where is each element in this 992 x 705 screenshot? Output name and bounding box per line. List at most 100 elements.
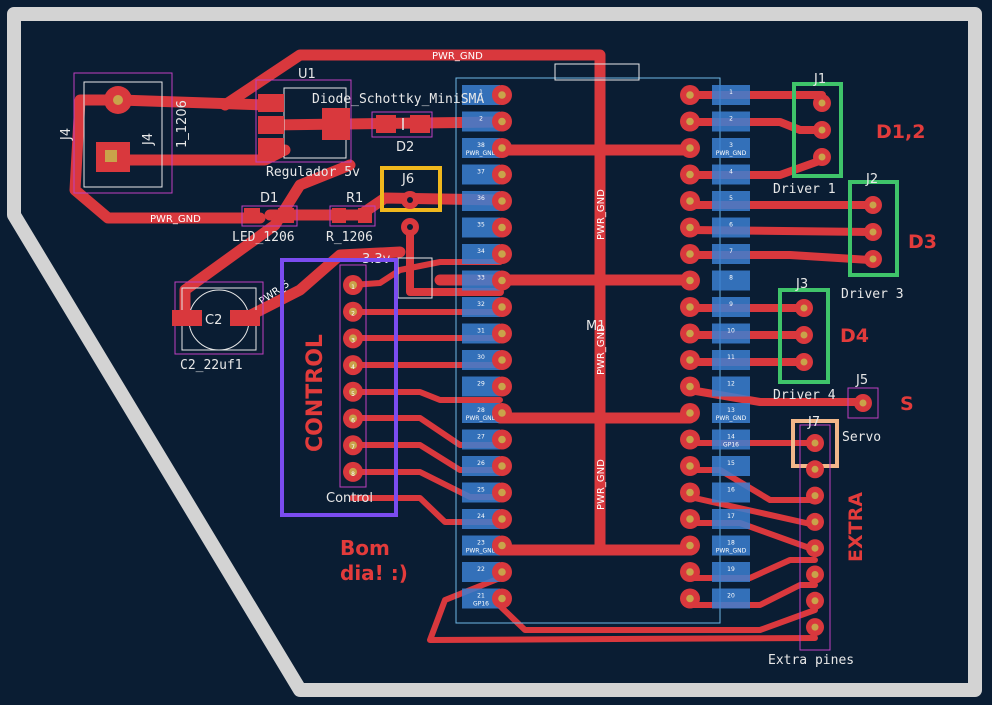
label-j4-val: 1_1206 [175, 100, 190, 148]
header-pin-label-bg [462, 297, 500, 317]
track-extra-3 [687, 557, 818, 608]
label-control: Control [326, 491, 373, 506]
c2-pad-1 [172, 310, 202, 326]
control-pad-number: 1 [351, 284, 355, 291]
header-pin-label-bg [462, 164, 500, 185]
label-j4b: J4 [141, 133, 156, 146]
u1-courtyard [255, 79, 352, 163]
j1-hole [818, 126, 826, 134]
extra-pad-hole [811, 518, 819, 526]
extra-pad-hole [811, 597, 819, 605]
j4-pad-1-hole [105, 150, 117, 162]
control-pad-hole [349, 281, 357, 289]
header-pin-label-bg [712, 350, 750, 370]
header-pad-hole [686, 515, 694, 523]
track-extra-2 [687, 467, 818, 553]
header-pad-hole [686, 170, 694, 179]
header-pad-hole [498, 462, 506, 470]
label-c2-val: C2_22uf1 [180, 358, 243, 373]
label-driver3: Driver 3 [841, 287, 904, 302]
j6-highlight [380, 166, 442, 212]
label-s: S [900, 393, 914, 415]
control-highlight [280, 258, 398, 517]
label-driver1: Driver 1 [773, 182, 836, 197]
j6-pad-1-hole [407, 197, 413, 203]
header-pad-hole [498, 541, 506, 550]
control-pad-number: 3 [351, 337, 355, 344]
label-extra-pines: Extra pines [768, 653, 854, 668]
mcu-right-header: 123PWR_GND45678910111213PWR_GND14GP16151… [680, 85, 750, 609]
d2-pad-k [410, 115, 430, 133]
u1-pad-1 [258, 94, 284, 112]
header-pin-number: 32 [477, 301, 485, 308]
header-pin-number: 12 [727, 381, 735, 388]
header-pin-number: 25 [477, 487, 485, 494]
label-r-1206: R_1206 [326, 230, 373, 245]
label-d3: D3 [908, 231, 937, 253]
track-extra-loop2 [497, 603, 818, 633]
control-pad-hole [349, 387, 357, 396]
header-pin-label-bg [462, 429, 500, 450]
header-pin-number: 20 [727, 593, 735, 600]
header-pin-label-bg [712, 429, 750, 450]
label-servo: Servo [842, 430, 881, 445]
header-pin-label-bg [462, 456, 500, 476]
board-edge-cuts [7, 7, 982, 697]
header-pin-number: 2 [729, 116, 733, 123]
usb-connector-outline [554, 63, 640, 81]
j4-courtyard [73, 72, 173, 194]
header-pad-hole [498, 197, 506, 205]
header-pin-number: 37 [477, 169, 485, 176]
header-pad-hole [498, 170, 506, 179]
header-pad-hole [686, 250, 694, 258]
header-pin-number: 1 [729, 89, 733, 96]
label-diode-schottky: Diode_Schottky_MiniSMA [312, 92, 484, 107]
control-pad-number: 5 [351, 391, 355, 398]
label-pwr-gnd-v2: PWR_GND [596, 324, 607, 375]
j6-pad-2-hole [407, 224, 413, 230]
header-pad-hole [498, 276, 506, 285]
j2-hole [869, 255, 877, 263]
header-pad-hole [498, 250, 506, 258]
label-j5: J5 [855, 373, 868, 388]
header-pin-label-bg [712, 138, 750, 158]
header-pin-name: GP16 [723, 442, 739, 449]
extra-pad-hole [811, 465, 819, 473]
label-m1: M1 [586, 319, 606, 334]
j7-courtyard [799, 424, 831, 651]
header-pin-label-bg [712, 535, 750, 556]
header-pin-label-bg [712, 376, 750, 397]
header-pin-number: 24 [477, 513, 485, 520]
header-pin-label-bg [462, 482, 500, 503]
header-pin-number: 5 [729, 195, 733, 202]
label-pwr-gnd-v1: PWR_GND [596, 189, 607, 240]
header-pin-number: 22 [477, 566, 485, 573]
track-j4-pwr [112, 94, 271, 111]
header-pin-label-bg [712, 270, 750, 291]
header-pin-number: 2 [479, 116, 483, 123]
header-pin-label-bg [712, 297, 750, 317]
header-pin-number: 14 [727, 434, 735, 441]
track-driver1 [686, 91, 826, 179]
label-regulador: Regulador 5v [266, 165, 360, 180]
header-pin-number: 3 [729, 142, 733, 149]
label-j1: J1 [813, 72, 826, 87]
header-pin-number: 30 [477, 354, 485, 361]
label-d1: D1 [260, 191, 278, 206]
header-pin-label-bg [462, 562, 500, 582]
header-pin-label-bg [462, 217, 500, 238]
header-pad-hole [686, 303, 694, 311]
header-pin-number: 18 [727, 540, 735, 547]
header-pad-hole [498, 144, 506, 152]
header-pin-name: PWR_GND [716, 415, 747, 422]
label-d12: D1,2 [876, 121, 925, 143]
header-pad-hole [498, 568, 506, 576]
label-c2-ref: C2 [205, 313, 222, 328]
header-pad-hole [498, 382, 506, 391]
header-pad-hole [686, 329, 694, 338]
header-pad-hole [686, 144, 694, 152]
header-pad-hole [498, 515, 506, 523]
header-pin-number: 1 [479, 89, 483, 96]
header-pad-hole [686, 462, 694, 470]
header-pad-hole [686, 409, 694, 417]
